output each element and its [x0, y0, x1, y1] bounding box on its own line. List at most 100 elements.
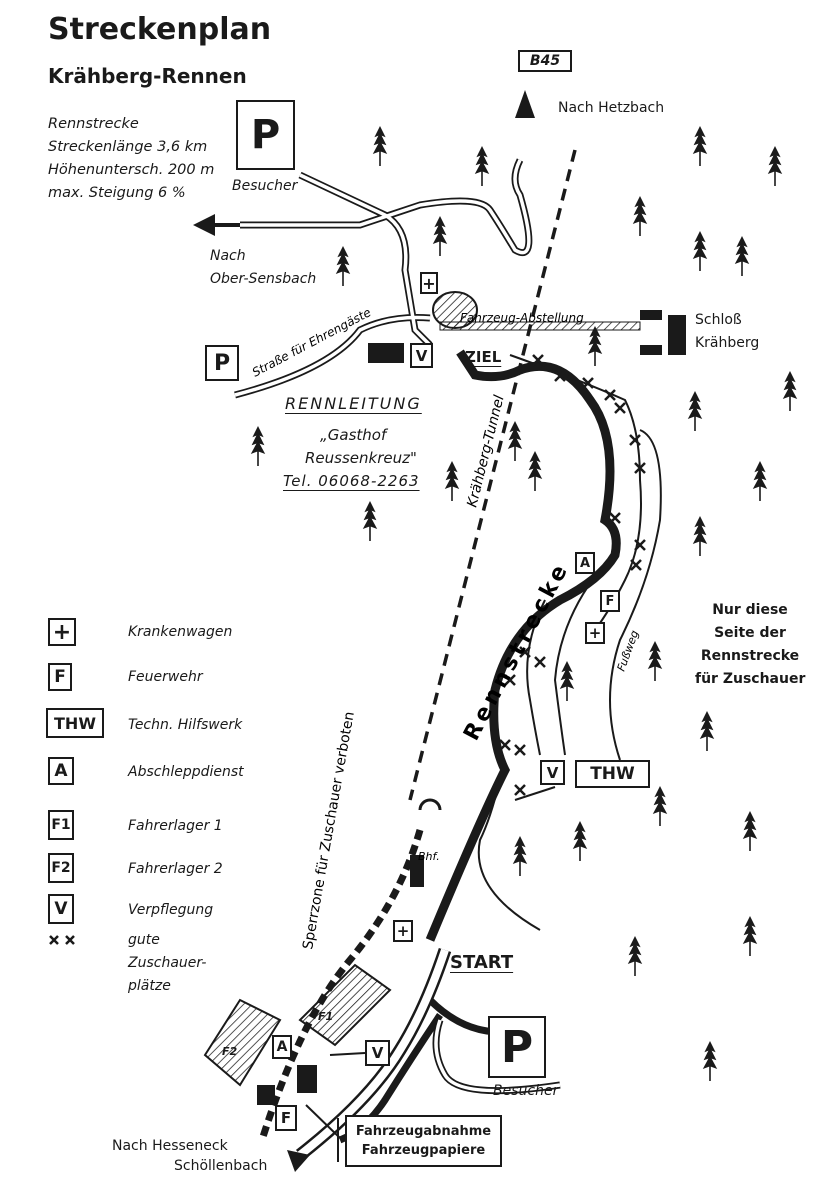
tunnel-line	[408, 149, 577, 801]
tree-icon	[687, 391, 703, 431]
tree-icon	[587, 326, 603, 366]
paddock-2-label: F2	[222, 1045, 238, 1058]
info-line: max. Steigung 6 %	[48, 185, 186, 201]
info-line: Rennstrecke	[48, 116, 139, 132]
race-control-heading: RENNLEITUNG	[285, 394, 422, 413]
paddock-1-label: F1	[318, 1010, 334, 1023]
spectator-cross-icon	[532, 354, 544, 366]
race-control-phone: Tel. 06068-2263	[283, 472, 420, 490]
tree-icon	[527, 451, 543, 491]
spectator-note: Seite der	[714, 625, 786, 641]
spectator-cross-icon	[609, 512, 621, 524]
castle-label: Krähberg	[695, 335, 760, 351]
fire-brigade-icon: F	[600, 590, 620, 612]
station-label: Bhf.	[418, 850, 440, 863]
tree-icon	[372, 126, 388, 166]
inspection-line: Fahrzeugpapiere	[361, 1143, 486, 1158]
spectator-cross-icon	[604, 389, 616, 401]
ambulance-cross-icon: +	[48, 618, 76, 646]
tree-icon	[362, 501, 378, 541]
spectator-cross-icon	[582, 377, 594, 389]
spectator-cross-icon	[634, 462, 646, 474]
tree-icon	[572, 821, 588, 861]
tree-icon	[692, 126, 708, 166]
tree-icon	[692, 231, 708, 271]
fire-brigade-icon: F	[48, 663, 72, 691]
ambulance-icon: +	[585, 622, 605, 644]
tree-icon	[742, 916, 758, 956]
legend-label: Fahrerlager 1	[128, 818, 223, 834]
legend-label: Abschleppdienst	[128, 764, 244, 780]
tree-icon	[559, 661, 575, 701]
race-control-line: „Gasthof	[320, 426, 387, 444]
tree-icon	[734, 236, 750, 276]
legend-label: plätze	[128, 978, 171, 994]
legend-label: Feuerwehr	[128, 669, 203, 685]
arrow-west-icon	[193, 214, 215, 236]
tree-icon	[444, 461, 460, 501]
info-line: Höhenuntersch. 200 m	[48, 162, 215, 178]
info-line: Streckenlänge 3,6 km	[48, 139, 208, 155]
spectator-cross-icon	[514, 784, 526, 796]
tree-icon	[782, 371, 798, 411]
legend-label: Zuschauer-	[128, 955, 207, 971]
start-label: START	[450, 952, 514, 973]
finish-label: ZIEL	[465, 348, 502, 366]
paddock-1-icon: F1	[48, 810, 74, 840]
tree-icon	[647, 641, 663, 681]
tree-icon	[692, 516, 708, 556]
spectator-cross-icon	[499, 739, 511, 751]
b45-sign: B45	[518, 50, 572, 72]
tree-icon	[752, 461, 768, 501]
page-subtitle: Krähberg-Rennen	[48, 64, 247, 88]
tree-icon	[652, 786, 668, 826]
legend-label: Verpflegung	[128, 902, 214, 918]
legend-label: gute	[128, 932, 160, 948]
spectator-note: Nur diese	[712, 602, 788, 618]
spectator-cross-icon	[554, 370, 566, 382]
ober-sensbach-label: Ober-Sensbach	[210, 271, 317, 287]
thw-icon: THW	[575, 760, 650, 788]
restricted-zone-label: Sperrzone für Zuschauer verboten	[300, 710, 358, 950]
spectator-cross-icon	[629, 434, 641, 446]
parking-south-label: Besucher	[493, 1083, 559, 1099]
spectator-cross-icon	[614, 402, 626, 414]
fire-brigade-icon: F	[275, 1105, 297, 1131]
towing-icon: A	[48, 757, 74, 785]
parking-north-label: Besucher	[232, 178, 298, 194]
buildings	[257, 310, 686, 1105]
towing-icon: A	[575, 552, 595, 574]
arrow-north-icon	[515, 90, 535, 118]
tree-icon	[702, 1041, 718, 1081]
spectator-cross-icon	[634, 539, 646, 551]
ambulance-icon: +	[393, 920, 413, 942]
parking-vip-icon: P	[205, 345, 239, 381]
hesseneck-label: Schöllenbach	[174, 1158, 268, 1174]
tree-icon	[432, 216, 448, 256]
race-control-line: Reussenkreuz"	[305, 449, 417, 467]
tunnel-label: Krähberg-Tunnel	[464, 394, 507, 509]
spectator-cross-icon	[519, 646, 531, 658]
catering-icon: V	[365, 1040, 390, 1066]
thw-icon: THW	[46, 708, 104, 738]
race-track	[425, 349, 621, 942]
castle-label: Schloß	[695, 312, 742, 328]
spectator-cross-icon	[514, 744, 526, 756]
parking-area-label: Fahrzeug-Abstellung	[460, 311, 584, 325]
tree-icon	[767, 146, 783, 186]
catering-icon: V	[540, 760, 565, 785]
catering-icon: V	[48, 894, 74, 924]
hesseneck-label: Nach Hesseneck	[112, 1138, 228, 1154]
spectator-cross-icon	[534, 656, 546, 668]
legend-label: Techn. Hilfswerk	[128, 717, 243, 733]
tree-icon	[632, 196, 648, 236]
inspection-line: Fahrzeugabnahme	[355, 1124, 492, 1139]
tree-icon	[474, 146, 490, 186]
towing-icon: A	[272, 1035, 292, 1059]
tree-icon	[699, 711, 715, 751]
ober-sensbach-label: Nach	[210, 248, 246, 264]
legend-label: Fahrerlager 2	[128, 861, 223, 877]
page-title: Streckenplan	[48, 12, 272, 47]
spectator-note: für Zuschauer	[695, 671, 806, 687]
